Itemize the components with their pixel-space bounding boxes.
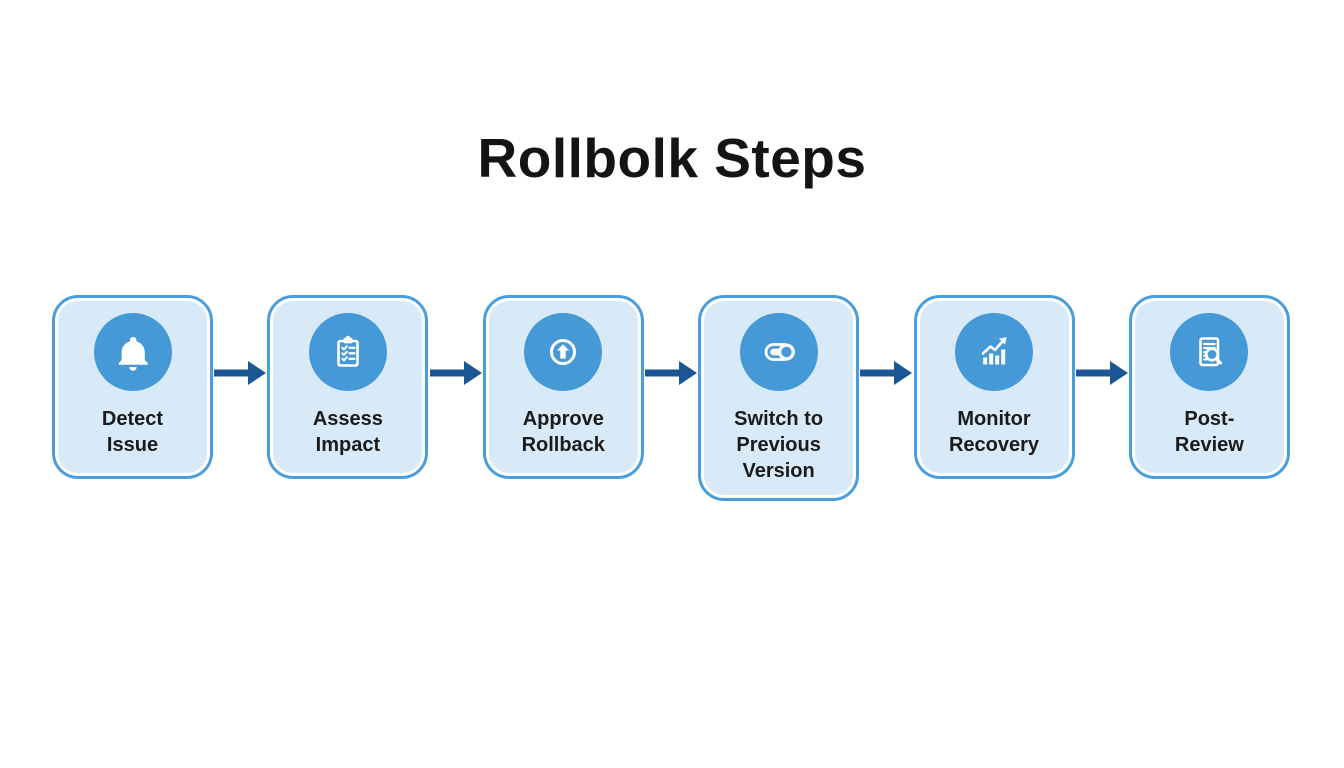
flow-row: Detect Issue <box>52 295 1290 501</box>
step-label: Monitor Recovery <box>948 408 1040 456</box>
step-post-review: Post- Review <box>1128 295 1290 479</box>
flow-arrow-icon <box>860 361 913 390</box>
flow-arrow-icon <box>1075 361 1128 390</box>
page-title: Rollbolk Steps <box>477 127 867 189</box>
bell-icon <box>93 313 172 391</box>
step-approve-rollback: Approve Rollback <box>482 295 644 479</box>
growth-chart-icon <box>955 313 1033 391</box>
step-detect-issue: Detect Issue <box>52 295 213 479</box>
arrow-up-circle-icon <box>524 313 603 391</box>
step-assess-impact: Assess Impact <box>267 295 429 479</box>
step-label: Switch to Previous Version <box>734 408 824 482</box>
step-monitor-recovery: Monitor Recovery <box>913 295 1075 479</box>
flow-arrow-icon <box>429 361 482 390</box>
step-switch-previous-version: Switch to Previous Version <box>698 295 860 501</box>
step-label: Post- Review <box>1174 408 1244 456</box>
step-label: Detect Issue <box>101 408 164 456</box>
step-label: Assess Impact <box>312 408 383 456</box>
clipboard-checklist-icon <box>308 313 387 391</box>
toggle-switch-icon <box>739 313 818 391</box>
flow-arrow-icon <box>214 361 267 390</box>
document-search-icon <box>1170 313 1249 391</box>
step-label: Approve Rollback <box>521 408 605 456</box>
flow-arrow-icon <box>644 361 697 390</box>
